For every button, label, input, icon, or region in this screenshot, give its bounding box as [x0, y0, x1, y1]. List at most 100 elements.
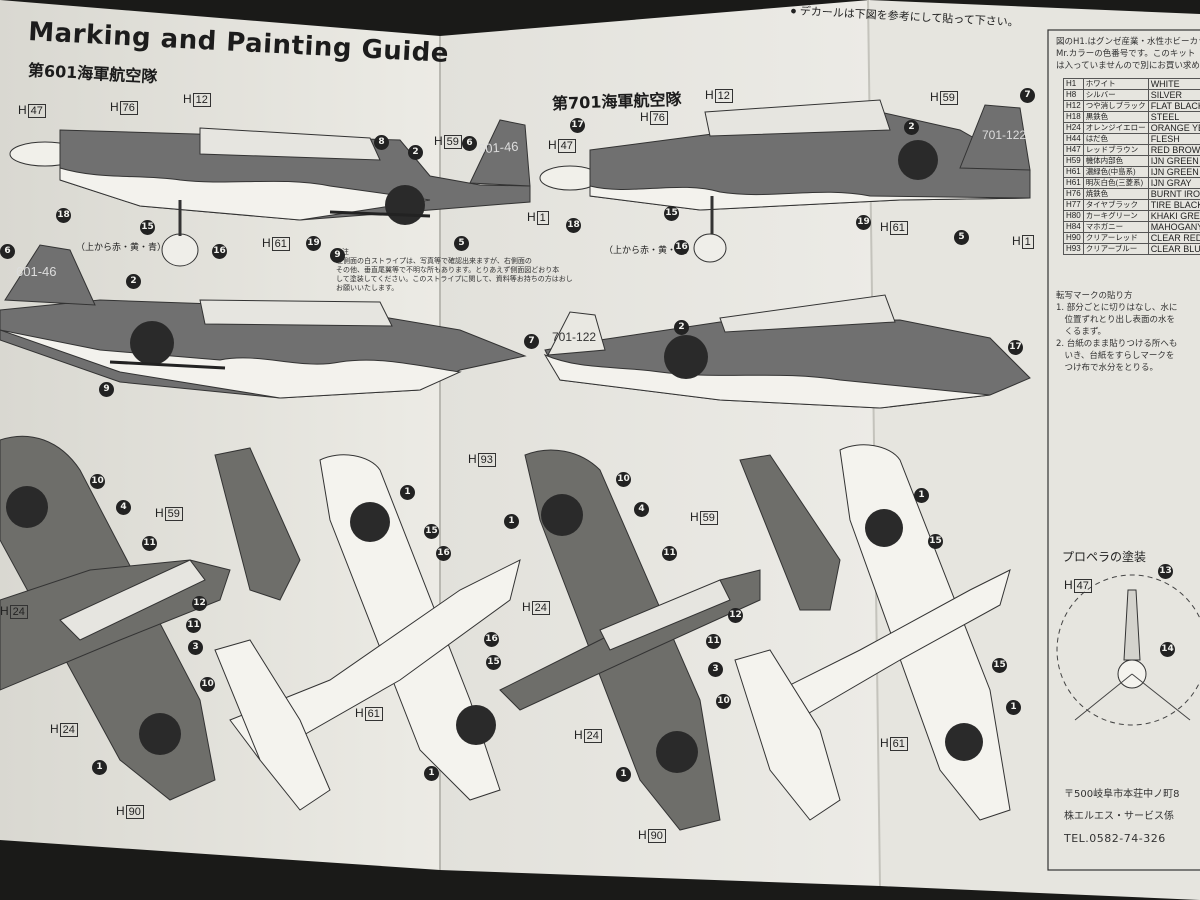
- color-chart-jp: クリアーブルー: [1082, 243, 1149, 255]
- top-view-601: [0, 435, 301, 801]
- stripe-note-line: 左側面の白ストライプは、写真等で確認出来ますが、右側面の: [336, 257, 532, 265]
- callout-marker: 9: [99, 382, 114, 397]
- color-chart-en: SILVER: [1147, 89, 1200, 101]
- callout-marker: 8: [374, 135, 389, 150]
- color-chart-en: WHITE: [1147, 78, 1200, 90]
- color-chart-code: H12: [1063, 100, 1084, 112]
- color-chart-jp: はだ色: [1082, 133, 1149, 145]
- callout-marker: 10: [90, 474, 105, 489]
- color-chart-jp: マホガニー: [1082, 221, 1149, 233]
- callout-marker: 14: [1160, 642, 1175, 657]
- callout-marker: 1: [1006, 700, 1021, 715]
- right-panel-frame: [1047, 29, 1200, 871]
- callout-marker: 2: [674, 320, 689, 335]
- callout-marker: 10: [616, 472, 631, 487]
- intro-line: 図のH1.はグンゼ産業・水性ホビーカラー: [1056, 37, 1200, 47]
- callout-marker: 1: [424, 766, 439, 781]
- callout-marker: 16: [212, 244, 227, 259]
- callout-marker: 16: [436, 546, 451, 561]
- color-chart-jp: 明灰白色(三菱系): [1082, 177, 1149, 189]
- decal-howto-line: つけ布で水分をとりる。: [1056, 363, 1159, 373]
- color-chart-en: MAHOGANY: [1147, 221, 1200, 233]
- address-block: 〒500岐阜市本荘中ノ町8 株エルエス・サービス係 TEL.0582-74-32…: [1064, 784, 1179, 850]
- color-chart-jp: 機体内部色: [1082, 155, 1149, 167]
- callout-marker: 17: [1008, 340, 1023, 355]
- callout-marker: 15: [992, 658, 1007, 673]
- callout-marker: 1: [914, 488, 929, 503]
- color-chart-jp: つや消しブラック: [1082, 100, 1149, 112]
- color-chart-en: FLAT BLACK: [1147, 100, 1200, 112]
- callout-marker: 5: [954, 230, 969, 245]
- side-view-601-lower: [0, 244, 527, 399]
- roundel-colors-701: （上から赤・黄・青）: [604, 245, 695, 255]
- color-chart-code: H47: [1063, 144, 1084, 156]
- callout-marker: 15: [928, 534, 943, 549]
- color-chart-en: IJN GREEN: [1147, 166, 1200, 178]
- callout-marker: 15: [664, 206, 679, 221]
- color-chart-jp: レッドブラウン: [1082, 144, 1149, 156]
- decal-howto-line: 2. 台紙のまま貼りつける所へも: [1056, 339, 1178, 349]
- color-chart-code: H18: [1063, 111, 1084, 123]
- color-chart-en: RED BROWN: [1147, 144, 1200, 156]
- roundel-colors-601: （上から赤・黄・青）: [76, 242, 167, 252]
- color-chart-code: H90: [1063, 232, 1084, 244]
- callout-marker: 10: [200, 677, 215, 692]
- propeller-diagram: [1056, 574, 1200, 726]
- color-chart-jp: 黒鉄色: [1082, 111, 1149, 123]
- tail-code-601-lower: 601-46: [16, 264, 57, 279]
- callout-marker: 17: [570, 118, 585, 133]
- color-chart-en: IJN GRAY: [1147, 177, 1200, 189]
- side-view-701-lower: [543, 294, 1031, 409]
- top-view-701: [499, 449, 841, 831]
- telephone: TEL.0582-74-326: [1064, 832, 1166, 845]
- color-chart-jp: ホワイト: [1082, 78, 1149, 90]
- tail-code-701-upper: 701-122: [982, 128, 1027, 142]
- color-chart-jp: オレンジイエロー: [1082, 122, 1149, 134]
- stripe-note-line: お願いいたします。: [336, 284, 399, 292]
- stripe-note-line: して塗装してください。このストライプに関して、資料等お持ちの方はおし: [336, 275, 573, 283]
- color-chart-en: STEEL: [1147, 111, 1200, 123]
- tail-code-601-upper: 601-46: [477, 138, 519, 157]
- color-chart-jp: タイヤブラック: [1082, 199, 1149, 211]
- callout-marker: 1: [504, 514, 519, 529]
- color-chart-code: H77: [1063, 199, 1084, 211]
- color-chart-en: KHAKI GREEN: [1147, 210, 1200, 222]
- bottom-view-701: [734, 444, 1011, 821]
- color-chart-en: TIRE BLACK: [1147, 199, 1200, 211]
- intro-line: Mr.カラーの色番号です。このキット: [1056, 49, 1196, 59]
- color-chart-code: H76: [1063, 188, 1084, 200]
- callout-marker: 15: [140, 220, 155, 235]
- stripe-note: ※注 左側面の白ストライプは、写真等で確認出来ますが、右側面の その他、垂直尾翼…: [336, 248, 573, 293]
- callout-marker: 18: [56, 208, 71, 223]
- color-chart-code: H61: [1063, 166, 1084, 178]
- color-chart-jp: 濃緑色(中島系): [1082, 166, 1149, 178]
- tail-code-701-lower: 701-122: [552, 330, 597, 344]
- stripe-note-heading: ※注: [336, 248, 573, 257]
- color-chart-en: FLESH: [1147, 133, 1200, 145]
- propeller-heading: プロペラの塗装: [1062, 550, 1147, 564]
- bottom-view-601: [214, 454, 521, 811]
- callout-marker: 1: [92, 760, 107, 775]
